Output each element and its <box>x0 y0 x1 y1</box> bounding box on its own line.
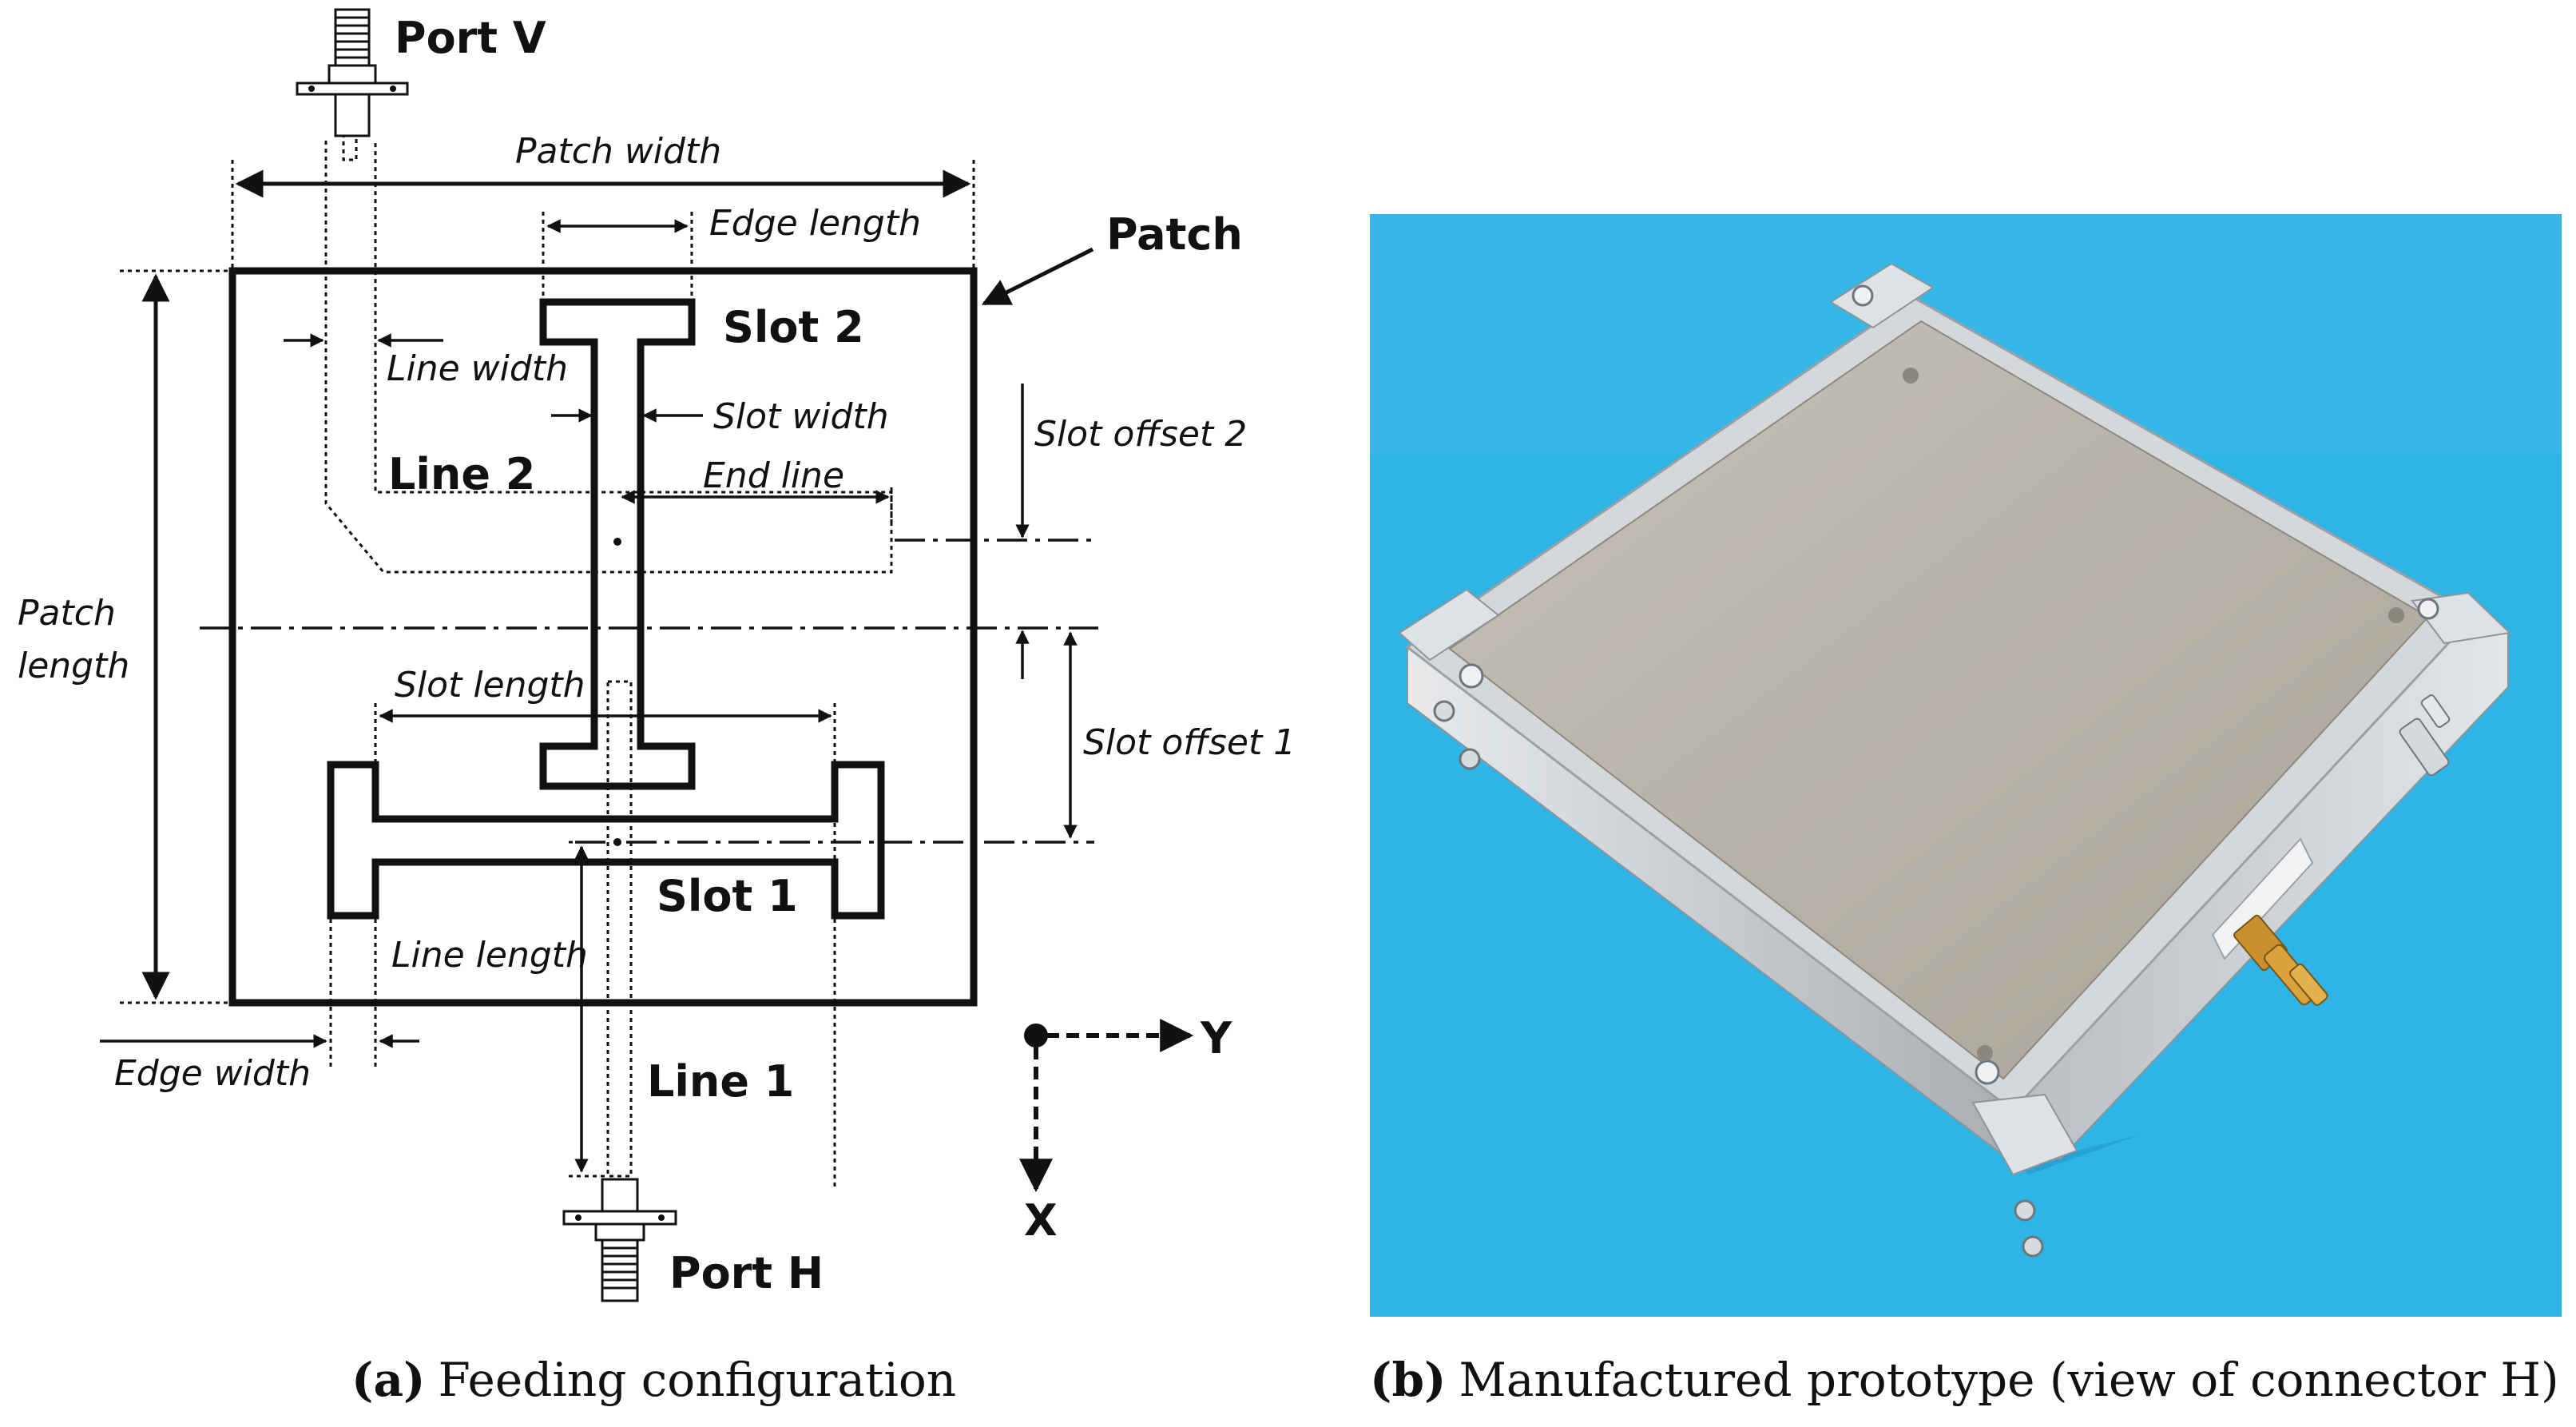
label-slot-length: Slot length <box>395 665 585 706</box>
caption-b: (b)Manufactured prototype (view of conne… <box>1370 1353 2559 1407</box>
panel-a-feeding-configuration: Port V Port H Patch Slot 2 Slot 1 Line 2… <box>18 8 1296 1407</box>
slot-2-shape <box>539 298 696 790</box>
panel-b-prototype-photo: (b)Manufactured prototype (view of conne… <box>1370 214 2562 1407</box>
label-edge-length: Edge length <box>709 203 921 244</box>
label-end-line: End line <box>703 455 844 496</box>
line-2-feed <box>324 141 893 574</box>
port-v-feed-stub <box>342 134 358 161</box>
label-slot-2: Slot 2 <box>723 302 864 352</box>
bracket-bottom <box>1971 1093 2078 1176</box>
caption-b-text: Manufactured prototype (view of connecto… <box>1459 1353 2558 1407</box>
board-screw-2 <box>2388 607 2404 623</box>
label-line-length: Line length <box>391 935 588 976</box>
label-slot-width: Slot width <box>713 396 889 437</box>
screw-right <box>2417 598 2439 620</box>
port-v-connector <box>296 8 409 137</box>
label-patch-length-line2: length <box>18 646 129 686</box>
port-h-connector <box>562 1178 677 1302</box>
caption-a-text: Feeding configuration <box>438 1353 956 1407</box>
label-line-width: Line width <box>387 348 568 389</box>
label-axis-x: X <box>1024 1195 1058 1246</box>
screw-bottom <box>1975 1059 2000 1085</box>
side-screw-1 <box>1433 700 1455 722</box>
label-patch-length-line1: Patch <box>18 593 116 634</box>
label-port-h: Port H <box>669 1248 824 1298</box>
caption-b-letter: (b) <box>1370 1353 1446 1407</box>
screw-top <box>1852 284 1874 307</box>
label-slot-offset-2: Slot offset 2 <box>1034 414 1247 455</box>
patch-pointer-arrow <box>981 247 1094 306</box>
caption-a-letter: (a) <box>351 1353 425 1407</box>
label-line-2: Line 2 <box>388 449 535 499</box>
feed-point-upper <box>613 538 621 546</box>
axes <box>1019 1019 1194 1193</box>
label-axis-y: Y <box>1200 1013 1232 1063</box>
label-edge-width: Edge width <box>114 1053 311 1094</box>
label-slot-1: Slot 1 <box>657 871 798 921</box>
connector-v-photo <box>2399 694 2451 777</box>
line-1-feed <box>606 680 633 1178</box>
side-screw-4 <box>2022 1235 2044 1258</box>
side-screw-2 <box>1459 748 1481 770</box>
label-patch-width: Patch width <box>515 131 721 172</box>
label-port-v: Port V <box>395 13 546 63</box>
board-screw-3 <box>1977 1045 1993 1061</box>
side-screw-3 <box>2014 1199 2036 1222</box>
connector-h-photo <box>2233 914 2328 1006</box>
label-line-1: Line 1 <box>647 1056 794 1107</box>
slot-1-shape <box>327 761 885 920</box>
label-sticker <box>2211 837 2314 960</box>
bracket-top <box>1829 262 1935 329</box>
patch-outline <box>228 267 978 1007</box>
screw-left <box>1459 663 1484 689</box>
bracket-left <box>1398 588 1500 662</box>
label-slot-offset-1: Slot offset 1 <box>1083 722 1296 763</box>
board-screw-1 <box>1903 368 1919 384</box>
caption-a: (a)Feeding configuration <box>351 1353 956 1407</box>
label-patch: Patch <box>1106 209 1243 260</box>
axis-origin <box>1024 1024 1048 1047</box>
